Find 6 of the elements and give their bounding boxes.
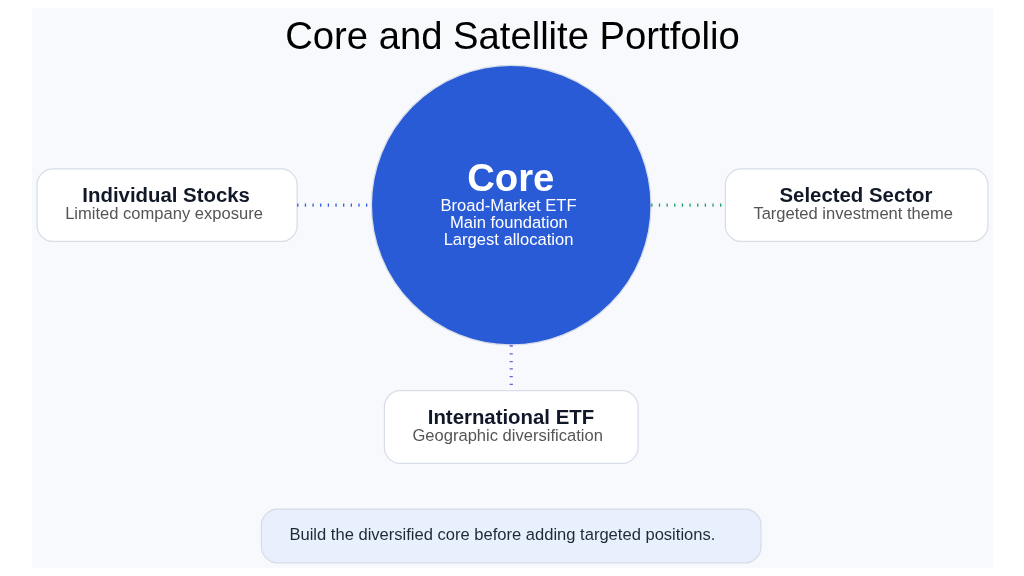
node-box: Selected Sector Targeted investment theme bbox=[724, 168, 989, 243]
node-box: Build the diversified core before adding targeted positions. bbox=[260, 508, 762, 564]
node-box: Individual Stocks Limited company exposure bbox=[35, 168, 298, 243]
diagram-title: Core and Satellite Portfolio bbox=[284, 13, 740, 57]
node-box: International ETF Geographic diversification bbox=[383, 390, 639, 464]
node-circle: Core Broad-Market ETF Main foundation Largest allocation bbox=[370, 64, 652, 346]
